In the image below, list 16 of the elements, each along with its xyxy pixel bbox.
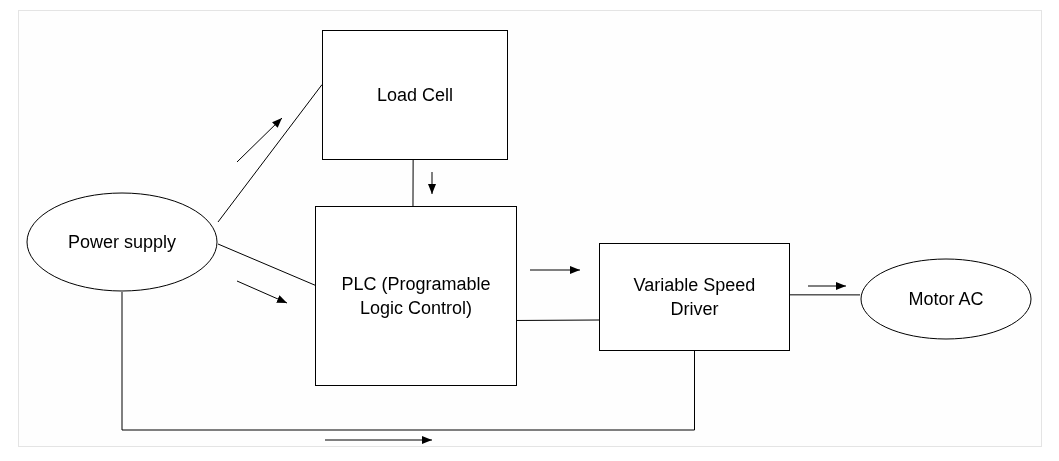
connector-line: [121, 291, 695, 431]
node-label: Power supply: [67, 231, 177, 254]
process-box: [599, 243, 790, 351]
node-label: Load Cell: [376, 84, 454, 107]
process-box: [322, 30, 508, 160]
process-box: [315, 206, 517, 386]
node-label: PLC (Programable Logic Control): [340, 273, 492, 320]
ellipse-node: [26, 192, 218, 292]
connector-line: [217, 243, 316, 286]
node-label: Variable Speed Driver: [632, 274, 757, 321]
node-label: Motor AC: [908, 288, 984, 311]
connector-line: [516, 319, 600, 321]
connector-line: [217, 84, 323, 223]
connector-line: [412, 159, 414, 207]
ellipse-node: [860, 258, 1032, 340]
connector-line: [789, 294, 861, 296]
